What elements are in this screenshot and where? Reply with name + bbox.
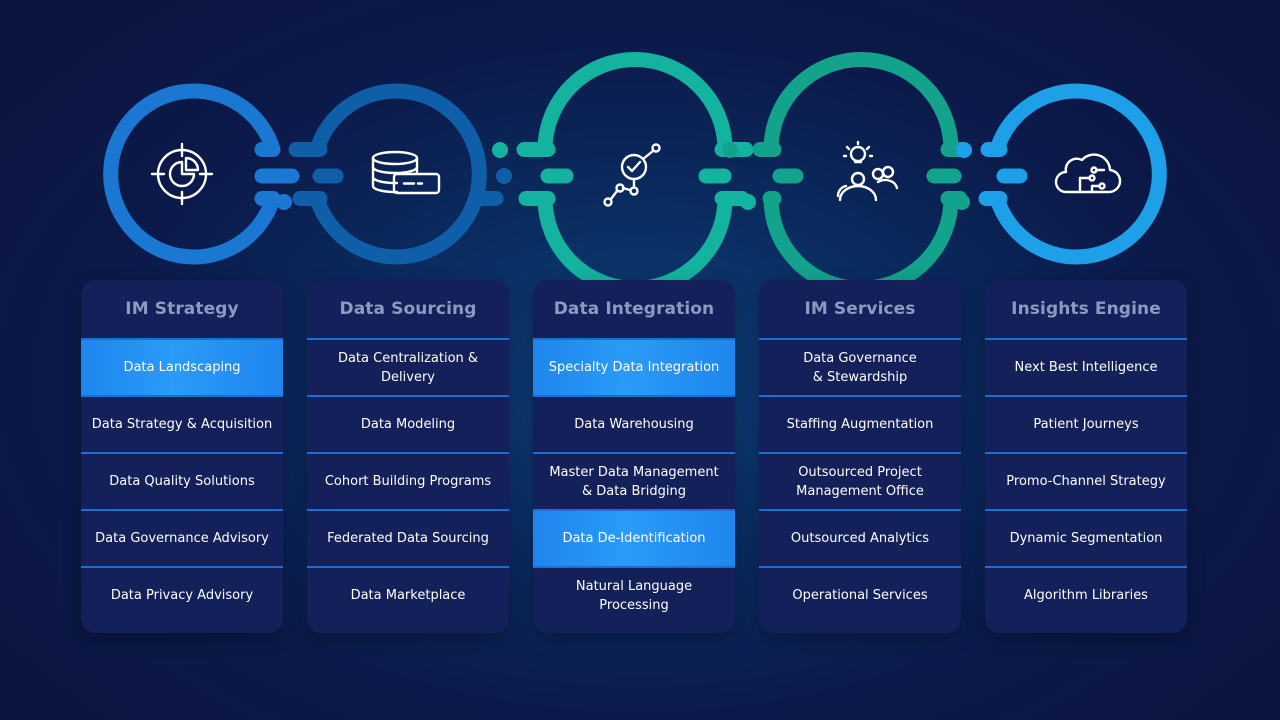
service-item[interactable]: Data Governance Advisory xyxy=(81,509,283,566)
service-item[interactable]: Staffing Augmentation xyxy=(759,395,961,452)
service-item[interactable]: Data Modeling xyxy=(307,395,509,452)
ring-data-sourcing xyxy=(288,83,512,265)
service-item[interactable]: Dynamic Segmentation xyxy=(985,509,1187,566)
service-item[interactable]: Cohort Building Programs xyxy=(307,452,509,509)
service-item[interactable]: Data Quality Solutions xyxy=(81,452,283,509)
service-item[interactable]: Outsourced Project Management Office xyxy=(759,452,961,509)
service-item[interactable]: Data Governance & Stewardship xyxy=(759,338,961,395)
service-item[interactable]: Data Strategy & Acquisition xyxy=(81,395,283,452)
service-item[interactable]: Data Marketplace xyxy=(307,566,509,623)
service-item[interactable]: Data Centralization & Delivery xyxy=(307,338,509,395)
service-item[interactable]: Next Best Intelligence xyxy=(985,338,1187,395)
service-item[interactable]: Data De-Identification xyxy=(533,509,735,566)
column-data-integration: Data Integration Specialty Data Integrat… xyxy=(533,280,735,633)
service-item[interactable]: Specialty Data Integration xyxy=(533,338,735,395)
column-title: Data Sourcing xyxy=(339,299,477,319)
column-title: Data Integration xyxy=(553,299,715,319)
target-pie-chart-icon xyxy=(150,142,214,206)
column-title: IM Strategy xyxy=(125,299,239,319)
ring-insights-engine xyxy=(956,83,1167,265)
service-item[interactable]: Operational Services xyxy=(759,566,961,623)
integration-check-icon xyxy=(603,143,661,207)
service-item[interactable]: Outsourced Analytics xyxy=(759,509,961,566)
column-im-services: IM Services Data Governance & Stewardshi… xyxy=(759,280,961,633)
cloud-circuit-icon xyxy=(1054,153,1122,194)
team-idea-gear-icon xyxy=(836,140,899,202)
service-item[interactable]: Federated Data Sourcing xyxy=(307,509,509,566)
column-title: Insights Engine xyxy=(1011,299,1161,319)
service-item[interactable]: Algorithm Libraries xyxy=(985,566,1187,623)
service-item[interactable]: Data Landscaping xyxy=(81,338,283,395)
service-item[interactable]: Master Data Management & Data Bridging xyxy=(533,452,735,509)
service-item[interactable]: Data Privacy Advisory xyxy=(81,566,283,623)
database-server-icon xyxy=(371,150,441,195)
service-item[interactable]: Natural Language Processing xyxy=(533,566,735,623)
column-title: IM Services xyxy=(804,299,916,319)
service-item[interactable]: Data Warehousing xyxy=(533,395,735,452)
column-data-sourcing: Data Sourcing Data Centralization & Deli… xyxy=(307,280,509,633)
column-im-strategy: IM Strategy Data Landscaping Data Strate… xyxy=(81,280,283,633)
service-item[interactable]: Promo-Channel Strategy xyxy=(985,452,1187,509)
column-insights-engine: Insights Engine Next Best Intelligence P… xyxy=(985,280,1187,633)
service-item[interactable]: Patient Journeys xyxy=(985,395,1187,452)
ring-im-strategy xyxy=(103,83,300,265)
